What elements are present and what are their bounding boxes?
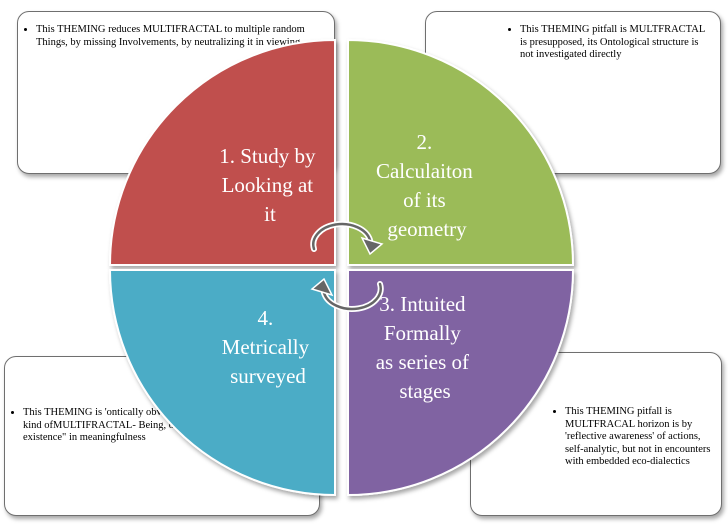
note-bottom-right-text: This THEMING pitfall is MULTFRACAL horiz… — [565, 406, 713, 469]
note-top-right-text: This THEMING pitfall is MULTFRACTAL is p… — [520, 24, 712, 62]
q2-line-2: Calculaiton — [376, 159, 473, 183]
q1-line-3: it — [264, 202, 276, 226]
q4-line-1: 4. — [258, 306, 274, 330]
note-top-left-text: This THEMING reduces MULTIFRACTAL to mul… — [36, 24, 326, 49]
quadrant-4-label: 4. Metrically surveyed — [222, 306, 315, 388]
quadrant-study-by-looking — [108, 38, 336, 266]
q1-line-1: 1. Study by — [219, 144, 316, 168]
quadrant-1-label: 1. Study by Looking at it — [219, 144, 321, 226]
q3-line-3: as series of — [376, 350, 469, 374]
quadrant-2-label: 2. Calculaiton of its geometry — [376, 130, 478, 241]
q1-line-2: Looking at — [222, 173, 314, 197]
cycle-arrows-icon — [310, 277, 384, 312]
q2-line-3: of its — [403, 188, 446, 212]
note-bottom-right: This THEMING pitfall is MULTFRACAL horiz… — [470, 352, 722, 516]
cycle-arrows-icon — [310, 221, 384, 256]
q3-line-4: stages — [399, 379, 450, 403]
quadrant-metrically-surveyed — [108, 269, 336, 497]
quadrant-intuited-formally — [347, 269, 575, 497]
q3-line-2: Formally — [384, 321, 461, 345]
quadrant-calculation-geometry — [347, 38, 575, 266]
quadrant-3-label: 3. Intuited Formally as series of stages — [376, 292, 475, 403]
q2-line-1: 2. — [417, 130, 433, 154]
q4-line-2: Metrically — [222, 335, 310, 359]
q3-line-1: 3. Intuited — [379, 292, 466, 316]
q4-line-3: surveyed — [230, 364, 306, 388]
q2-line-4: geometry — [387, 217, 467, 241]
